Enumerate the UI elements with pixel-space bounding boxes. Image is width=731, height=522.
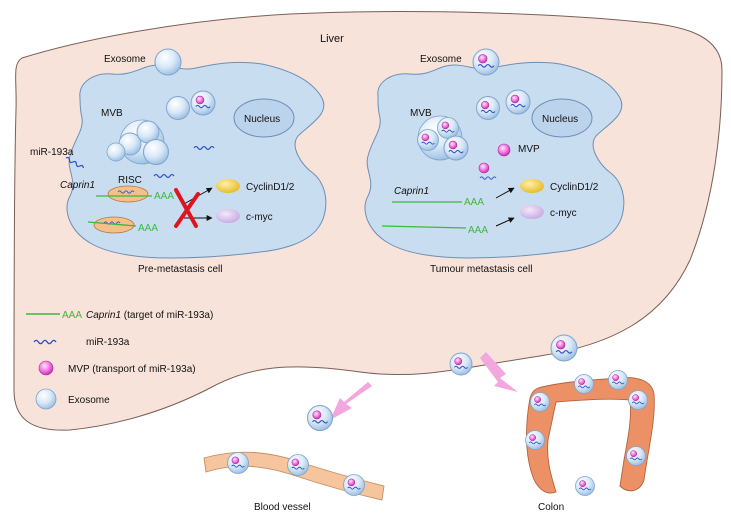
vessel-exosome-2 (287, 454, 309, 476)
legend-caprin-text: Caprin1 (target of miR-193a) (86, 310, 213, 321)
met-arrow-cyclin (495, 187, 515, 199)
colon: Colon (449, 334, 655, 513)
legend-caprin-aaa: AAA (62, 310, 82, 321)
legend-mirna-text: miR-193a (86, 337, 130, 348)
legend-mvp-icon (38, 360, 54, 376)
met-mvp-2 (478, 162, 490, 174)
met-caprin-label: Caprin1 (394, 186, 429, 197)
pre-metastasis-cell: Nucleus Exosome MVB miR-193a RISC Caprin… (30, 48, 327, 275)
vessel-exosome-1 (227, 452, 249, 474)
colon-exosome-7 (575, 476, 595, 496)
pre-risc-label: RISC (118, 175, 142, 186)
met-cell-membrane (364, 61, 625, 259)
met-cmyc-label: c-myc (550, 208, 577, 219)
vessel-exosome-free (306, 404, 334, 432)
met-mvp-1 (497, 143, 511, 157)
pre-cyclin-protein (216, 179, 240, 193)
pre-mvb-label: MVB (101, 108, 123, 119)
colon-exosome-5 (628, 390, 648, 410)
pre-caprin-mrna-2 (87, 221, 137, 227)
legend-exosome-icon (35, 388, 57, 410)
pre-cmyc-label: c-myc (246, 212, 273, 223)
met-nucleus-label: Nucleus (542, 114, 578, 125)
pre-caprin-label: Caprin1 (60, 180, 95, 191)
colon-exosome-free-2 (550, 334, 578, 362)
met-caprin-mrna-2 (381, 225, 467, 229)
colon-exosome-2 (525, 430, 545, 450)
pre-cmyc-protein (216, 209, 240, 223)
pre-nucleus-label: Nucleus (244, 114, 280, 125)
pre-mirna-label: miR-193a (30, 147, 74, 158)
met-cyclin-label: CyclinD1/2 (550, 182, 599, 193)
met-polya-1: AAA (464, 197, 484, 208)
colon-exosome-3 (574, 374, 594, 394)
pre-mvb (106, 119, 169, 165)
met-arrow-cmyc (495, 217, 515, 227)
met-cyclin-protein (520, 179, 544, 193)
pre-exosome-budding-1 (166, 96, 190, 120)
pre-risc-2 (93, 216, 135, 234)
liver-label: Liver (320, 33, 344, 45)
tumour-metastasis-cell: Nucleus Exosome MVB MVP Caprin1 AAA AAA … (364, 48, 625, 275)
colon-exosome-6 (626, 446, 646, 466)
met-cmyc-protein (520, 205, 544, 219)
met-cell-caption: Tumour metastasis cell (430, 264, 532, 275)
pre-inhibition-x (174, 188, 200, 228)
colon-exosome-4 (608, 370, 628, 390)
pre-polya-1: AAA (154, 191, 174, 202)
pink-arrow-vessel (330, 382, 372, 420)
pre-cyclin-label: CyclinD1/2 (246, 182, 295, 193)
met-polya-2: AAA (468, 225, 488, 236)
pre-risc-1 (107, 185, 149, 203)
legend-mvp-text: MVP (transport of miR-193a) (68, 364, 196, 375)
met-exosome-budding-2 (505, 89, 531, 115)
pre-exosome-label: Exosome (104, 54, 146, 65)
met-nucleus (531, 98, 593, 138)
met-exosome-label: Exosome (420, 54, 462, 65)
vessel-caption: Blood vessel (254, 502, 311, 513)
pre-exosome-free (154, 48, 182, 76)
pre-polya-2: AAA (138, 223, 158, 234)
met-exosome-budding-1 (475, 95, 501, 121)
legend-exosome-text: Exosome (68, 395, 110, 406)
pink-arrow-colon (480, 352, 518, 392)
met-mvb-label: MVB (410, 108, 432, 119)
blood-vessel: Blood vessel (203, 382, 385, 513)
pre-exosome-budding-2 (190, 90, 216, 116)
pre-cell-caption: Pre-metastasis cell (138, 264, 222, 275)
vessel-exosome-3 (343, 474, 365, 496)
met-exosome-free (472, 48, 500, 76)
pre-nucleus (233, 98, 295, 138)
colon-exosome-1 (530, 392, 550, 412)
met-mvp-label: MVP (518, 144, 540, 155)
legend: AAA Caprin1 (target of miR-193a) miR-193… (26, 310, 213, 410)
met-mvb (417, 115, 469, 161)
vessel-tube (203, 451, 385, 501)
colon-caption: Colon (538, 502, 564, 513)
colon-exosome-free-1 (449, 352, 473, 376)
